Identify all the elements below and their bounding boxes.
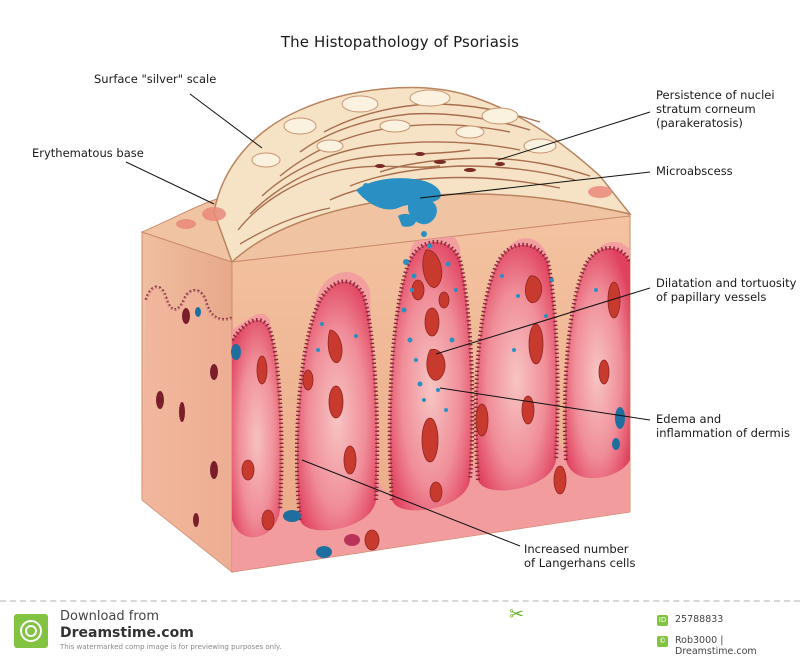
scale-flakes [251,89,557,168]
leader-scale [189,93,263,149]
watermark-footer: Download from Dreamstime.com This waterm… [0,600,800,657]
microabscess [356,178,441,249]
label-surface-scale: Surface "silver" scale [94,72,216,86]
leader-erythematous [125,161,215,205]
inflammatory-cells [316,259,598,412]
image-id: 25788833 [675,614,724,625]
label-line: Microabscess [656,164,733,178]
leader-microabscess [419,171,651,199]
leader-parakeratosis [497,111,651,161]
left-face-blue-cells [195,307,241,360]
diagram-title: The Histopathology of Psoriasis [280,33,520,51]
label-line: Persistence of nuclei [656,88,775,102]
label-line: Erythematous base [32,146,144,160]
leader-langerhans [301,459,521,547]
label-line: inflammation of dermis [656,426,790,440]
parakeratosis-nuclei [375,152,505,172]
silver-scale-mound [213,86,632,264]
left-face-dermis [142,287,232,572]
label-edema: Edema and inflammation of dermis [656,412,790,440]
dreamstime-link[interactable]: Dreamstime.com [60,625,194,641]
psoriasis-illustration [125,86,651,574]
leader-edema [439,387,651,421]
label-line: of papillary vessels [656,290,767,304]
label-langerhans: Increased number of Langerhans cells [524,542,635,570]
label-line: Dilatation and tortuosity [656,276,797,290]
label-line: of Langerhans cells [524,556,636,570]
label-line: Surface "silver" scale [94,72,217,86]
scissors-icon: ✂ [509,604,525,625]
pink-cells [344,534,360,546]
label-line: (parakeratosis) [656,116,743,130]
label-erythematous-base: Erythematous base [32,146,144,160]
label-line: Edema and [656,412,722,426]
left-face-cells [156,308,218,527]
dreamstime-logo-icon[interactable] [14,614,48,648]
label-parakeratosis: Persistence of nuclei stratum corneum (p… [656,88,775,130]
papillary-vessels [241,249,621,551]
download-from-text: Download from [60,609,160,624]
diagram-canvas: The Histopathology of Psoriasis Surface … [32,33,796,574]
langerhans-cells [283,407,625,558]
label-line: stratum corneum [656,102,756,116]
erythematous-patches [176,186,612,229]
preview-note: This watermarked comp image is for previ… [60,643,282,651]
label-dilatation: Dilatation and tortuosity of papillary v… [656,276,796,304]
id-badge-icon: ID [657,615,668,626]
copyright-icon: © [657,636,668,647]
label-line: Increased number [524,542,629,556]
author-credit[interactable]: Rob3000 | Dreamstime.com [675,635,757,657]
leader-dilatation [435,287,651,355]
leader-lines [125,93,651,547]
label-microabscess: Microabscess [656,164,733,178]
